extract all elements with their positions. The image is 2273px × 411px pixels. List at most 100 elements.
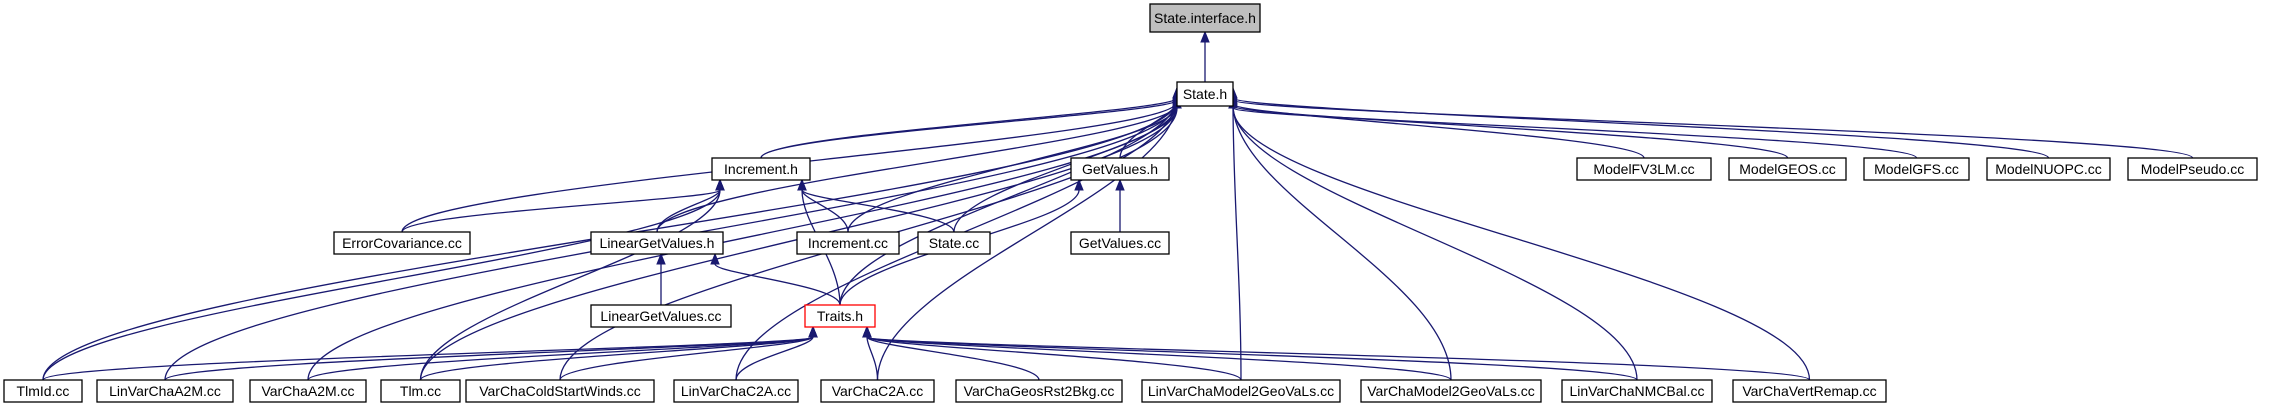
node-label: LinVarChaModel2GeoVaLs.cc — [1148, 383, 1334, 399]
node-modelfv3lm-cc[interactable]: ModelFV3LM.cc — [1576, 157, 1712, 181]
edge-linvarchanmcbal_cc-to-state_h — [1232, 105, 1638, 381]
node-tlmid-cc[interactable]: TlmId.cc — [3, 379, 83, 403]
node-lineargetvalues-cc[interactable]: LinearGetValues.cc — [590, 304, 732, 328]
arrowhead-tlm_cc-to-increment_h — [715, 178, 725, 191]
node-box — [1863, 157, 1970, 181]
edge-getvalues_h-to-state_h — [1119, 101, 1178, 159]
edge-modelgeos_cc-to-state_h — [1232, 105, 1789, 159]
node-increment-cc[interactable]: Increment.cc — [796, 231, 900, 255]
node-label: Tlm.cc — [400, 383, 441, 399]
node-getvalues-cc[interactable]: GetValues.cc — [1070, 231, 1170, 255]
edge-increment_h-to-state_h — [760, 99, 1178, 159]
node-linvarchaa2m-cc[interactable]: LinVarChaA2M.cc — [96, 379, 234, 403]
node-modelgfs-cc[interactable]: ModelGFS.cc — [1863, 157, 1970, 181]
node-box — [465, 379, 655, 403]
edge-modelnuopc_cc-to-state_h — [1232, 97, 2050, 159]
node-tlm-cc[interactable]: Tlm.cc — [380, 379, 461, 403]
node-box — [673, 379, 799, 403]
node-getvalues-h[interactable]: GetValues.h — [1070, 157, 1170, 181]
node-label: ModelPseudo.cc — [2141, 161, 2245, 177]
edge-tlmid_cc-to-increment_h — [42, 189, 721, 381]
node-state-interface-h[interactable]: State.interface.h — [1149, 3, 1261, 33]
node-modelpseudo-cc[interactable]: ModelPseudo.cc — [2127, 157, 2258, 181]
node-box — [1070, 157, 1170, 181]
node-label: Increment.cc — [808, 235, 888, 251]
node-varchageosrst2bkg-cc[interactable]: VarChaGeosRst2Bkg.cc — [955, 379, 1123, 403]
node-label: ErrorCovariance.cc — [342, 235, 462, 251]
arrowhead-traits_h-to-lineargetvalues_h — [710, 252, 720, 265]
node-label: State.cc — [929, 235, 980, 251]
node-increment-h[interactable]: Increment.h — [711, 157, 811, 181]
node-box — [249, 379, 367, 403]
edge-varchacoldstartwinds_cc-to-traits_h — [559, 336, 814, 381]
edge-errorcovariance_cc-to-increment_h — [401, 189, 721, 233]
edge-modelfv3lm_cc-to-state_h — [1232, 103, 1645, 159]
node-traits-h[interactable]: Traits.h — [804, 304, 876, 328]
node-label: GetValues.cc — [1079, 235, 1161, 251]
arrowhead-state_h-to-state_interface_h — [1200, 30, 1210, 43]
node-label: VarChaC2A.cc — [832, 383, 924, 399]
node-box — [590, 304, 732, 328]
edge-varchavertremap_cc-to-traits_h — [866, 336, 1811, 381]
node-label: LinearGetValues.h — [600, 235, 715, 251]
edge-tlmid_cc-to-traits_h — [42, 336, 814, 381]
node-label: VarChaGeosRst2Bkg.cc — [964, 383, 1115, 399]
node-label: Traits.h — [817, 308, 863, 324]
edge-varchac2a_cc-to-traits_h — [866, 336, 879, 381]
node-box — [1141, 379, 1341, 403]
edge-modelpseudo_cc-to-state_h — [1232, 99, 2194, 159]
node-varchaa2m-cc[interactable]: VarChaA2M.cc — [249, 379, 367, 403]
arrowhead-traits_h-to-getvalues_h — [1074, 178, 1084, 191]
node-varchavertremap-cc[interactable]: VarChaVertRemap.cc — [1732, 379, 1887, 403]
node-label: ModelFV3LM.cc — [1593, 161, 1694, 177]
edge-increment_h-to-state_h — [760, 97, 1178, 159]
node-box — [711, 157, 811, 181]
node-box — [96, 379, 234, 403]
node-state-h[interactable]: State.h — [1176, 81, 1234, 107]
edge-linvarchac2a_cc-to-traits_h — [735, 336, 814, 381]
node-label: VarChaA2M.cc — [261, 383, 354, 399]
arrowhead-traits_h-to-increment_h — [797, 178, 807, 191]
node-linvarchanmcbal-cc[interactable]: LinVarChaNMCBal.cc — [1561, 379, 1713, 403]
node-varchac2a-cc[interactable]: VarChaC2A.cc — [820, 379, 935, 403]
node-box — [333, 231, 471, 255]
node-box — [1561, 379, 1713, 403]
node-box — [1149, 3, 1261, 33]
node-label: State.interface.h — [1154, 10, 1256, 26]
edge-varchavertremap_cc-to-state_h — [1232, 107, 1811, 381]
node-box — [590, 231, 724, 255]
node-box — [1070, 231, 1170, 255]
node-modelnuopc-cc[interactable]: ModelNUOPC.cc — [1986, 157, 2111, 181]
node-label: State.h — [1183, 86, 1227, 102]
edge-increment_cc-to-increment_h — [801, 189, 849, 233]
node-state-cc[interactable]: State.cc — [917, 231, 991, 255]
node-label: LinearGetValues.cc — [600, 308, 721, 324]
node-label: TlmId.cc — [17, 383, 70, 399]
node-modelgeos-cc[interactable]: ModelGEOS.cc — [1728, 157, 1847, 181]
arrowhead-lineargetvalues_cc-to-lineargetvalues_h — [656, 252, 666, 265]
node-varchacoldstartwinds-cc[interactable]: VarChaColdStartWinds.cc — [465, 379, 655, 403]
node-box — [1176, 81, 1234, 107]
node-linvarchac2a-cc[interactable]: LinVarChaC2A.cc — [673, 379, 799, 403]
node-lineargetvalues-h[interactable]: LinearGetValues.h — [590, 231, 724, 255]
edge-varchaa2m_cc-to-state_h — [307, 103, 1178, 381]
edge-traits_h-to-state_h — [839, 97, 1178, 306]
edge-linvarchamodel2geovals_cc-to-state_h — [1232, 101, 1242, 381]
node-box — [820, 379, 935, 403]
node-box — [804, 304, 876, 328]
node-box — [917, 231, 991, 255]
node-label: ModelNUOPC.cc — [1995, 161, 2102, 177]
node-box — [2127, 157, 2258, 181]
edge-modelgfs_cc-to-state_h — [1232, 107, 1918, 159]
node-linvarchamodel2geovals-cc[interactable]: LinVarChaModel2GeoVaLs.cc — [1141, 379, 1341, 403]
edge-tlm_cc-to-traits_h — [419, 336, 814, 381]
node-errorcovariance-cc[interactable]: ErrorCovariance.cc — [333, 231, 471, 255]
node-label: Increment.h — [724, 161, 798, 177]
node-label: VarChaModel2GeoVaLs.cc — [1367, 383, 1535, 399]
arrowhead-linvarchac2a_cc-to-traits_h — [808, 325, 818, 338]
node-box — [955, 379, 1123, 403]
node-label: ModelGFS.cc — [1874, 161, 1959, 177]
node-varchamodel2geovals-cc[interactable]: VarChaModel2GeoVaLs.cc — [1360, 379, 1542, 403]
